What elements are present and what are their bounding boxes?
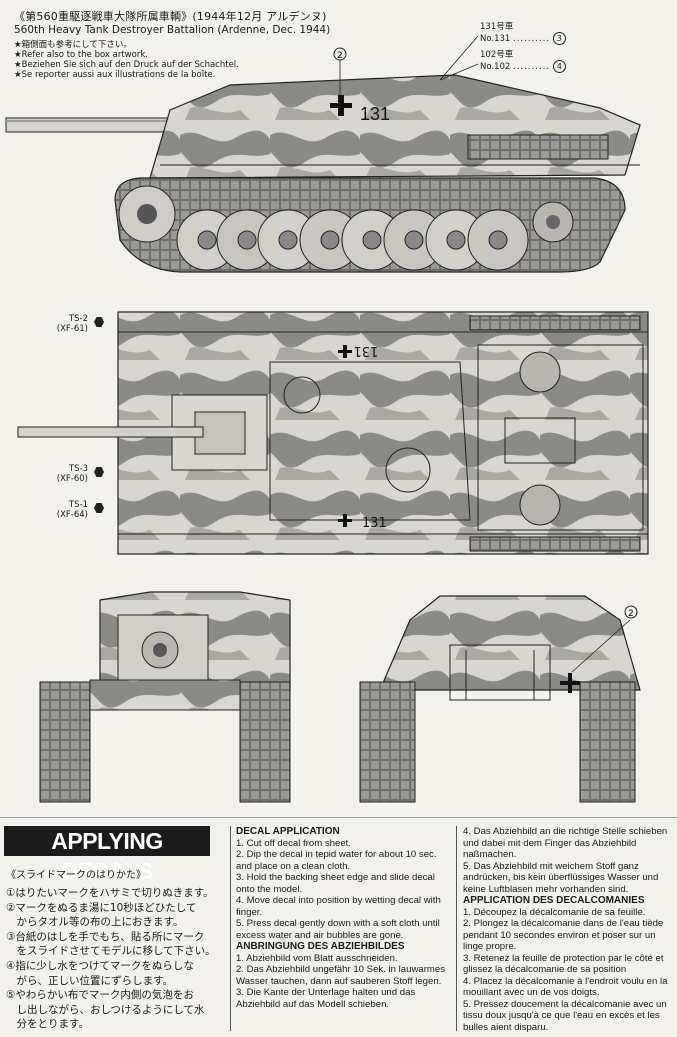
- side-number: 131: [360, 104, 390, 124]
- balkenkreuz-side: [330, 95, 352, 116]
- callout-131-en: No.131: [480, 34, 511, 44]
- column-divider: [230, 826, 231, 1031]
- fr-step: 2. Plongez la décalcomanie dans de l'eau…: [463, 918, 664, 952]
- jp-step: をスライドさせてモデルに移して下さい。: [6, 945, 216, 958]
- front-view: [39, 591, 291, 803]
- balkenkreuz-rear: [560, 673, 580, 693]
- column-en-de: DECAL APPLICATION 1. Cut off decal from …: [236, 826, 450, 1010]
- en-step: 3. Hold the backing sheet edge and slide…: [236, 872, 435, 895]
- paint-ts1: TS-1 (XF-64): [40, 500, 104, 520]
- top-view: 131 131: [17, 311, 649, 555]
- top-number-rear: 131: [354, 343, 379, 358]
- paint-ts3-code: TS-3: [68, 464, 88, 474]
- note-fr: ★Se reporter aussi aux illustrations de …: [14, 70, 216, 80]
- paint-ts2: TS-2 (XF-61): [40, 314, 104, 334]
- rear-ref-number: 2: [628, 609, 634, 619]
- paint-ts3-ref: (XF-60): [56, 474, 88, 484]
- road-wheels: [118, 185, 574, 271]
- note-jp: ★箱側面も参考にして下さい。: [14, 40, 132, 50]
- note-en: ★Refer also to the box artwork.: [14, 50, 148, 60]
- jp-step: ③台紙のはしを手でもち、貼る所にマーク: [6, 930, 205, 943]
- rear-view: 2: [359, 595, 641, 803]
- paint-ts1-ref: (XF-64): [56, 510, 88, 520]
- applying-decals-title: APPLYING DECALS: [4, 826, 210, 884]
- jp-step: がら、正しい位置にずらします。: [6, 974, 174, 987]
- section-divider: [0, 817, 677, 818]
- side-ref-number: 2: [337, 51, 343, 61]
- de-title: ANBRINGUNG DES ABZIEHBILDES: [236, 941, 405, 952]
- note-de: ★Beziehen Sie sich auf den Druck auf der…: [14, 60, 239, 70]
- balkenkreuz-top-front: [338, 514, 352, 527]
- jp-step: ①はりたいマークをハサミで切りぬきます。: [6, 887, 214, 899]
- en-step: 2. Dip the decal in tepid water for abou…: [236, 849, 437, 872]
- en-step: 5. Press decal gently down with a soft c…: [236, 918, 440, 941]
- jp-subtitle: 《スライドマークのはりかた》: [6, 870, 146, 881]
- callout-131-number: 3: [552, 32, 566, 45]
- fr-title: APPLICATION DES DECALCOMANIES: [463, 895, 645, 906]
- jp-steps: ①はりたいマークをハサミで切りぬきます。 ②マークをぬるま湯に10秒ほどひたして…: [6, 886, 228, 1032]
- de-step: 1. Abziehbild vom Blatt ausschneiden.: [236, 952, 398, 964]
- de-step: 5. Das Abziehbild mit weichem Stoff ganz…: [463, 860, 659, 895]
- fr-step: 1. Découpez la décalcomanie de sa feuill…: [463, 906, 646, 918]
- callout-102-en: No.102: [480, 62, 511, 72]
- fr-step: 4. Placez la décalcomanie à l'endroit vo…: [463, 975, 668, 999]
- tank-illustrations: 131 2: [5, 35, 649, 803]
- column-divider: [456, 826, 457, 1031]
- callout-131: 131号車 No.131 .......... 3: [480, 22, 566, 45]
- en-step: 1. Cut off decal from sheet.: [236, 837, 352, 849]
- balkenkreuz-top-rear: [338, 345, 352, 358]
- en-step: 4. Move decal into position by wetting d…: [236, 895, 441, 918]
- jp-step: ②マークをぬるま湯に10秒ほどひたして: [6, 901, 197, 914]
- paint-swatch-icon: [94, 503, 104, 513]
- paint-swatch-icon: [94, 467, 104, 477]
- callout-102-jp: 102号車: [480, 50, 514, 60]
- header-title-en: 560th Heavy Tank Destroyer Battalion (Ar…: [14, 24, 331, 36]
- top-number-front: 131: [362, 516, 387, 531]
- paint-ts2-code: TS-2: [68, 314, 88, 324]
- jp-step: からタオル等の布の上におきます。: [6, 916, 184, 929]
- paint-ts1-code: TS-1: [68, 500, 88, 510]
- jp-step: ⑤やわらかい布でマーク内側の気泡をお: [6, 989, 194, 1002]
- column-de-fr: 4. Das Abziehbild an die richtige Stelle…: [463, 826, 671, 1033]
- de-step: 4. Das Abziehbild an die richtige Stelle…: [463, 826, 668, 860]
- paint-ts3: TS-3 (XF-60): [40, 464, 104, 484]
- callout-102-number: 4: [552, 60, 566, 73]
- paint-ts2-ref: (XF-61): [56, 324, 88, 334]
- callout-102: 102号車 No.102 .......... 4: [480, 50, 566, 73]
- en-title: DECAL APPLICATION: [236, 826, 340, 837]
- jp-step: ④指に少し水をつけてマークをぬらしな: [6, 959, 194, 972]
- de-step: 3. Die Kante der Unterlage halten und da…: [236, 987, 416, 1010]
- de-step: 2. Das Abziehbild ungefähr 10 Sek. in la…: [236, 964, 446, 987]
- callout-131-jp: 131号車: [480, 22, 514, 32]
- jp-step: 分をとります。: [6, 1018, 89, 1031]
- fr-step: 5. Pressez doucement la décalcomanie ave…: [463, 998, 667, 1033]
- header-title-jp: 《第560重駆逐戦車大隊所属車輌》(1944年12月 アルデンヌ): [14, 10, 327, 23]
- jp-step: し出しながら、おしつけるようにして水: [6, 1003, 205, 1016]
- paint-swatch-icon: [94, 317, 104, 327]
- side-view: 131 2: [5, 35, 641, 273]
- fr-step: 3. Retenez la feuille de protection par …: [463, 952, 664, 976]
